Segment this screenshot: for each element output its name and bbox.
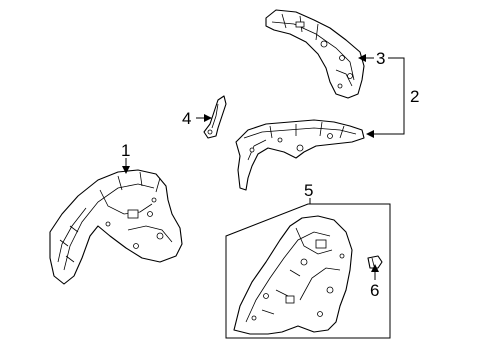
callout-3: 3 <box>376 49 385 68</box>
callout-1: 1 <box>121 141 130 160</box>
leader-3 <box>358 54 374 62</box>
callout-6: 6 <box>370 281 379 300</box>
part-5-quarter-inner-panel[interactable] <box>233 215 353 335</box>
part-6-clip[interactable] <box>367 255 383 269</box>
leader-4 <box>196 114 212 122</box>
callout-2: 2 <box>410 87 419 106</box>
leader-2-bracket <box>366 57 405 138</box>
part-4-small-bracket[interactable] <box>203 95 227 139</box>
callout-5: 5 <box>304 181 313 200</box>
part-3-upper-brace[interactable] <box>265 9 365 99</box>
leader-6 <box>371 264 379 280</box>
part-1-wheelhouse-panel[interactable] <box>49 169 183 285</box>
callout-4: 4 <box>182 109 191 128</box>
leader-1 <box>122 158 130 174</box>
part-2-lower-brace[interactable] <box>235 119 365 191</box>
part-5-group-box <box>225 203 391 339</box>
